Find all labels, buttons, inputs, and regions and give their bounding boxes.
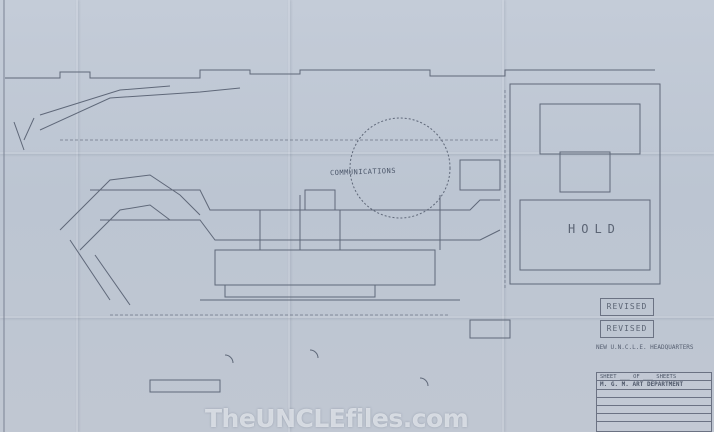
paper-fold (76, 0, 78, 432)
divider (597, 397, 711, 398)
divider (597, 389, 711, 390)
divider (597, 405, 711, 406)
title-block: SHEET ___ OF ___ SHEETS M. G. M. ART DEP… (596, 372, 712, 432)
sheet-number: SHEET ___ OF ___ SHEETS (600, 374, 677, 380)
drawing-note: NEW U.N.C.L.E. HEADQUARTERS (596, 344, 694, 351)
paper-fold (502, 0, 504, 432)
revised-stamp: REVISED (600, 298, 654, 316)
divider (597, 380, 711, 381)
communications-circle (349, 117, 451, 219)
revised-stamp: REVISED (600, 320, 654, 338)
divider (597, 421, 711, 422)
paper-fold (0, 152, 714, 154)
hold-label: HOLD (568, 222, 621, 236)
divider (597, 413, 711, 414)
paper-fold (288, 0, 290, 432)
department-name: M. G. M. ART DEPARTMENT (600, 381, 684, 388)
paper-fold (0, 316, 714, 318)
site-watermark: TheUNCLEfiles.com (205, 404, 469, 432)
hold-area-outline (509, 83, 661, 285)
